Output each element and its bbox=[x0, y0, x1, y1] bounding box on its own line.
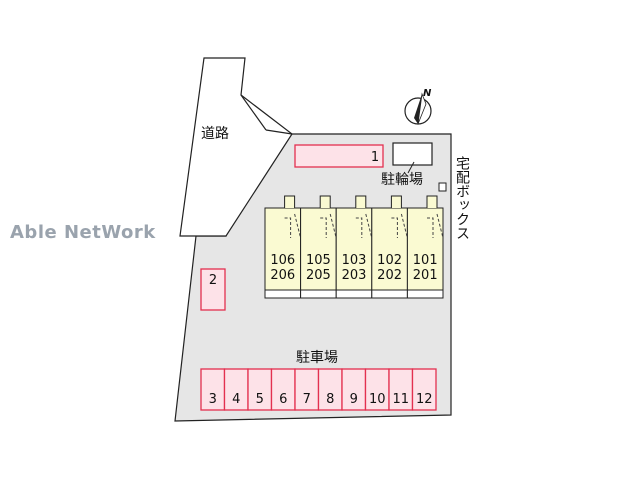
bike-parking bbox=[392, 142, 433, 166]
road-edge bbox=[240, 94, 267, 131]
compass-letter: N bbox=[423, 88, 432, 99]
compass-icon: N bbox=[404, 88, 432, 125]
parking-space-number: 8 bbox=[326, 392, 334, 407]
parking-space-number: 9 bbox=[350, 392, 358, 407]
unit-number-upper: 102 bbox=[377, 253, 402, 268]
parking-space: 10 bbox=[364, 368, 390, 411]
parking-space: 4 bbox=[223, 368, 249, 411]
parking-space: 8 bbox=[317, 368, 343, 411]
parking-space: 11 bbox=[388, 368, 414, 411]
unit-number-lower: 203 bbox=[342, 268, 367, 283]
unit-number-upper: 106 bbox=[270, 253, 295, 268]
parking-space-number: 7 bbox=[303, 392, 311, 407]
parking-space-number: 12 bbox=[416, 392, 433, 407]
parking-space-number: 11 bbox=[392, 392, 409, 407]
unit-number-lower: 202 bbox=[377, 268, 402, 283]
unit-number-lower: 205 bbox=[306, 268, 331, 283]
parking-space: 9 bbox=[341, 368, 367, 411]
parking-space-number: 6 bbox=[279, 392, 287, 407]
parking-space: 5 bbox=[247, 368, 273, 411]
unit-number-upper: 101 bbox=[413, 253, 438, 268]
parking-space: 3 bbox=[200, 368, 226, 411]
parking-space-number: 3 bbox=[209, 392, 217, 407]
road-label: 道路 bbox=[201, 126, 229, 142]
delivery-box-icon bbox=[438, 182, 447, 192]
parking-space-number: 10 bbox=[369, 392, 386, 407]
leader-line bbox=[407, 161, 415, 174]
parking-space-number: 4 bbox=[232, 392, 240, 407]
bike-parking-label: 駐輪場 bbox=[381, 171, 423, 188]
parking-space: 12 bbox=[411, 368, 437, 411]
road-edge bbox=[265, 129, 293, 135]
parking-label: 駐車場 bbox=[296, 349, 338, 366]
parking-space: 7 bbox=[294, 368, 320, 411]
delivery-box-label: 宅配ボックス bbox=[454, 156, 470, 240]
parking-space: 2 bbox=[200, 268, 226, 311]
unit-number-upper: 103 bbox=[342, 253, 367, 268]
unit-number-upper: 105 bbox=[306, 253, 331, 268]
parking-space: 1 bbox=[294, 144, 384, 168]
watermark: Able NetWork bbox=[10, 222, 156, 243]
parking-space-number: 1 bbox=[371, 150, 379, 165]
parking-space-number: 2 bbox=[209, 273, 217, 288]
unit-number-lower: 206 bbox=[270, 268, 295, 283]
unit-number-lower: 201 bbox=[413, 268, 438, 283]
parking-space-number: 5 bbox=[256, 392, 264, 407]
parking-space: 6 bbox=[270, 368, 296, 411]
